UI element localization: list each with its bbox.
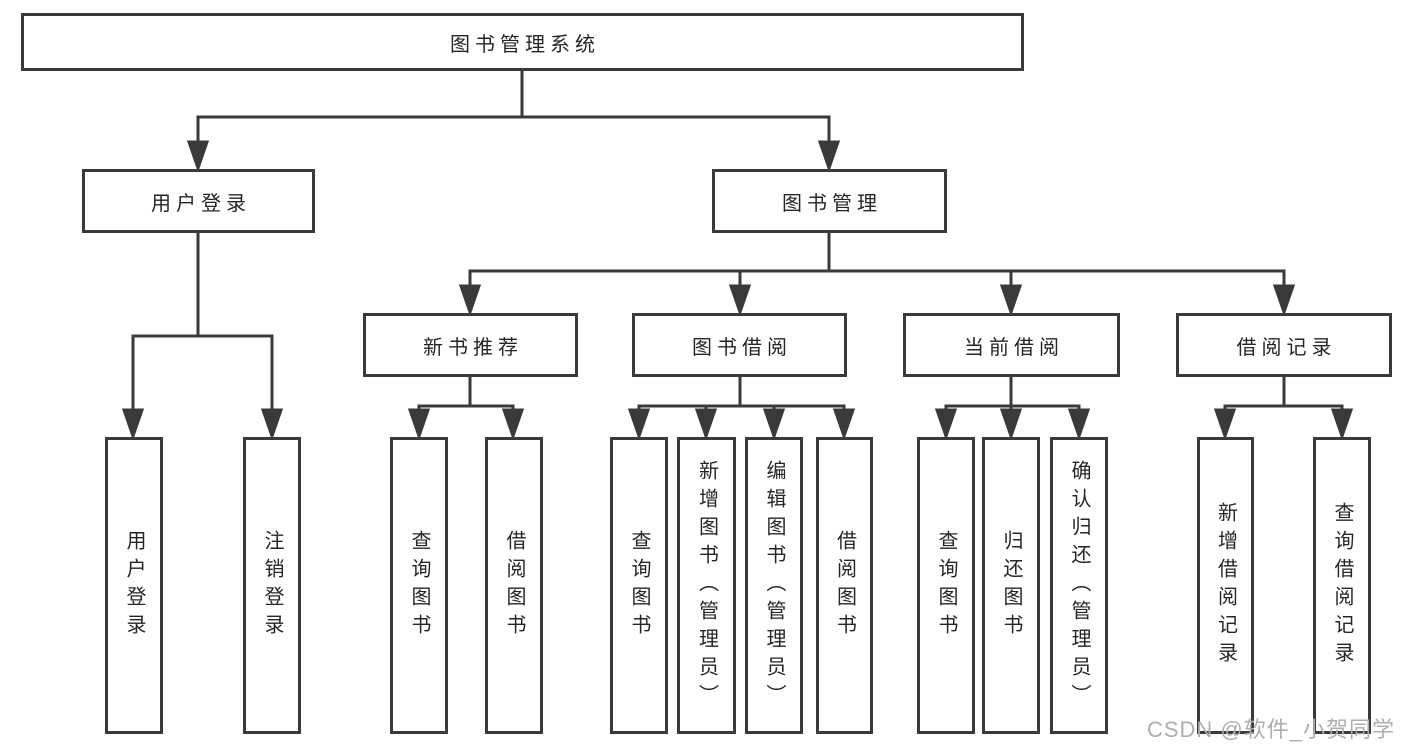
node-root-label: 图书管理系统	[450, 33, 600, 56]
node-book-borrow: 图书借阅	[632, 313, 847, 377]
connector-book-borrow-to-leaves	[627, 377, 856, 441]
leaf-query-borrow-record: 查询借阅记录	[1313, 437, 1371, 734]
leaf-user-login-label: 用户登录	[123, 529, 145, 642]
leaf-query-books-recommend: 查询图书	[390, 437, 448, 734]
leaf-return-book-label: 归还图书	[1000, 529, 1022, 642]
node-current-borrow-label: 当前借阅	[964, 336, 1064, 359]
leaf-borrow-books-label: 借阅图书	[833, 529, 856, 642]
leaf-user-login: 用户登录	[105, 437, 163, 734]
node-user-login-label: 用户登录	[151, 192, 251, 215]
node-new-book-recommend-label: 新书推荐	[423, 336, 523, 359]
leaf-logout: 注销登录	[243, 437, 301, 734]
node-user-login: 用户登录	[82, 169, 315, 233]
leaf-confirm-return-admin-label: 确认归还（管理员）	[1068, 459, 1090, 712]
leaf-query-books-borrow: 查询图书	[610, 437, 668, 734]
leaf-confirm-return-admin: 确认归还（管理员）	[1050, 437, 1108, 734]
leaf-edit-book-admin-label: 编辑图书（管理员）	[763, 459, 785, 712]
node-book-management-label: 图书管理	[782, 192, 882, 215]
leaf-logout-label: 注销登录	[261, 529, 283, 642]
leaf-borrow-books: 借阅图书	[816, 437, 873, 734]
connector-current-borrow-to-leaves	[934, 377, 1091, 441]
leaf-query-books-current: 查询图书	[917, 437, 975, 734]
leaf-query-borrow-record-label: 查询借阅记录	[1331, 501, 1353, 670]
node-root: 图书管理系统	[21, 13, 1024, 71]
leaf-return-book: 归还图书	[982, 437, 1040, 734]
node-borrow-records-label: 借阅记录	[1236, 336, 1337, 359]
connector-user-login-to-leaves	[121, 233, 284, 441]
leaf-add-borrow-record: 新增借阅记录	[1197, 437, 1254, 734]
leaf-borrow-books-recommend-label: 借阅图书	[503, 529, 525, 642]
connector-new-book-to-leaves	[407, 377, 525, 441]
connector-borrow-records-to-leaves	[1213, 377, 1354, 441]
leaf-borrow-books-recommend: 借阅图书	[485, 437, 543, 734]
leaf-query-books-recommend-label: 查询图书	[408, 529, 430, 642]
node-borrow-records: 借阅记录	[1176, 313, 1392, 377]
connector-book-management-to-level3	[458, 233, 1296, 317]
leaf-query-books-current-label: 查询图书	[935, 529, 957, 642]
leaf-add-book-admin-label: 新增图书（管理员）	[695, 459, 718, 712]
node-book-management: 图书管理	[712, 169, 947, 233]
node-current-borrow: 当前借阅	[903, 313, 1120, 377]
csdn-watermark: CSDN @软件_小贺同学	[1146, 717, 1395, 742]
leaf-add-borrow-record-label: 新增借阅记录	[1214, 501, 1237, 670]
leaf-add-book-admin: 新增图书（管理员）	[677, 437, 736, 734]
connector-root-to-level2	[186, 70, 841, 173]
node-new-book-recommend: 新书推荐	[363, 313, 578, 377]
leaf-edit-book-admin: 编辑图书（管理员）	[745, 437, 803, 734]
leaf-query-books-borrow-label: 查询图书	[628, 529, 650, 642]
node-book-borrow-label: 图书借阅	[692, 336, 792, 359]
